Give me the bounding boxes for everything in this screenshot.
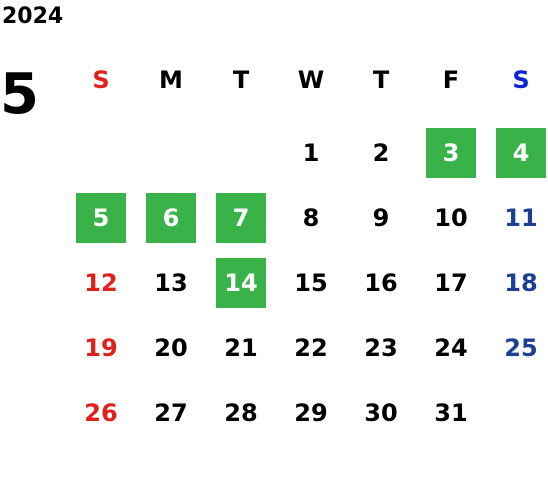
calendar-cell: 15 bbox=[276, 250, 346, 315]
calendar-cell: 18 bbox=[486, 250, 548, 315]
day-25[interactable]: 25 bbox=[504, 333, 538, 362]
calendar-cell: 3 bbox=[416, 120, 486, 185]
calendar-cell: 4 bbox=[486, 120, 548, 185]
day-31[interactable]: 31 bbox=[434, 398, 468, 427]
calendar-cell bbox=[136, 120, 206, 185]
calendar-month: 5 bbox=[0, 62, 39, 127]
day-10[interactable]: 10 bbox=[434, 203, 468, 232]
calendar-cell: 21 bbox=[206, 315, 276, 380]
day-18[interactable]: 18 bbox=[504, 268, 538, 297]
empty-day bbox=[146, 128, 196, 178]
calendar-cell bbox=[66, 120, 136, 185]
weekday-header-fri: F bbox=[442, 66, 460, 94]
calendar-cell bbox=[486, 380, 548, 445]
day-12[interactable]: 12 bbox=[84, 268, 118, 297]
day-9[interactable]: 9 bbox=[372, 203, 390, 232]
empty-day bbox=[216, 128, 266, 178]
day-17[interactable]: 17 bbox=[434, 268, 468, 297]
calendar-year: 2024 bbox=[2, 4, 64, 29]
calendar-cell: 29 bbox=[276, 380, 346, 445]
calendar-cell: 7 bbox=[206, 185, 276, 250]
calendar-cell: 19 bbox=[66, 315, 136, 380]
day-30[interactable]: 30 bbox=[364, 398, 398, 427]
day-28[interactable]: 28 bbox=[224, 398, 258, 427]
day-29[interactable]: 29 bbox=[294, 398, 328, 427]
calendar-cell: 31 bbox=[416, 380, 486, 445]
weekday-header-sun: S bbox=[92, 66, 110, 94]
day-19[interactable]: 19 bbox=[84, 333, 118, 362]
calendar-cell: 8 bbox=[276, 185, 346, 250]
calendar-cell: 10 bbox=[416, 185, 486, 250]
calendar-cell: 25 bbox=[486, 315, 548, 380]
calendar-cell: 9 bbox=[346, 185, 416, 250]
day-3[interactable]: 3 bbox=[426, 127, 476, 178]
calendar-cell: 6 bbox=[136, 185, 206, 250]
day-16[interactable]: 16 bbox=[364, 268, 398, 297]
calendar-cell: 26 bbox=[66, 380, 136, 445]
calendar-cell bbox=[206, 120, 276, 185]
weekday-header-mon: M bbox=[159, 66, 183, 94]
calendar-cell: 12 bbox=[66, 250, 136, 315]
day-24[interactable]: 24 bbox=[434, 333, 468, 362]
calendar-cell: 20 bbox=[136, 315, 206, 380]
day-14[interactable]: 14 bbox=[216, 257, 266, 308]
empty-day bbox=[496, 388, 546, 438]
calendar-cell: 30 bbox=[346, 380, 416, 445]
calendar-cell: 5 bbox=[66, 185, 136, 250]
day-27[interactable]: 27 bbox=[154, 398, 188, 427]
day-11[interactable]: 11 bbox=[504, 203, 538, 232]
day-20[interactable]: 20 bbox=[154, 333, 188, 362]
calendar-cell: 16 bbox=[346, 250, 416, 315]
day-26[interactable]: 26 bbox=[84, 398, 118, 427]
calendar-cell: 27 bbox=[136, 380, 206, 445]
weekday-header-sat: S bbox=[512, 66, 530, 94]
day-23[interactable]: 23 bbox=[364, 333, 398, 362]
calendar-cell: 22 bbox=[276, 315, 346, 380]
calendar-cell: 2 bbox=[346, 120, 416, 185]
day-1[interactable]: 1 bbox=[302, 138, 320, 167]
calendar-cell: 13 bbox=[136, 250, 206, 315]
day-13[interactable]: 13 bbox=[154, 268, 188, 297]
calendar-cell: 1 bbox=[276, 120, 346, 185]
calendar-cell: 14 bbox=[206, 250, 276, 315]
calendar-cell: 24 bbox=[416, 315, 486, 380]
day-4[interactable]: 4 bbox=[496, 127, 546, 178]
day-5[interactable]: 5 bbox=[76, 192, 126, 243]
calendar-cell: 28 bbox=[206, 380, 276, 445]
empty-day bbox=[76, 128, 126, 178]
weekday-header-thu: T bbox=[372, 66, 390, 94]
weekday-header-tue: T bbox=[232, 66, 250, 94]
calendar-cell: 23 bbox=[346, 315, 416, 380]
day-7[interactable]: 7 bbox=[216, 192, 266, 243]
day-8[interactable]: 8 bbox=[302, 203, 320, 232]
day-15[interactable]: 15 bbox=[294, 268, 328, 297]
day-6[interactable]: 6 bbox=[146, 192, 196, 243]
day-22[interactable]: 22 bbox=[294, 333, 328, 362]
calendar-cell: 11 bbox=[486, 185, 548, 250]
weekday-header-wed: W bbox=[297, 66, 325, 94]
day-2[interactable]: 2 bbox=[372, 138, 390, 167]
day-21[interactable]: 21 bbox=[224, 333, 258, 362]
calendar-cell: 17 bbox=[416, 250, 486, 315]
